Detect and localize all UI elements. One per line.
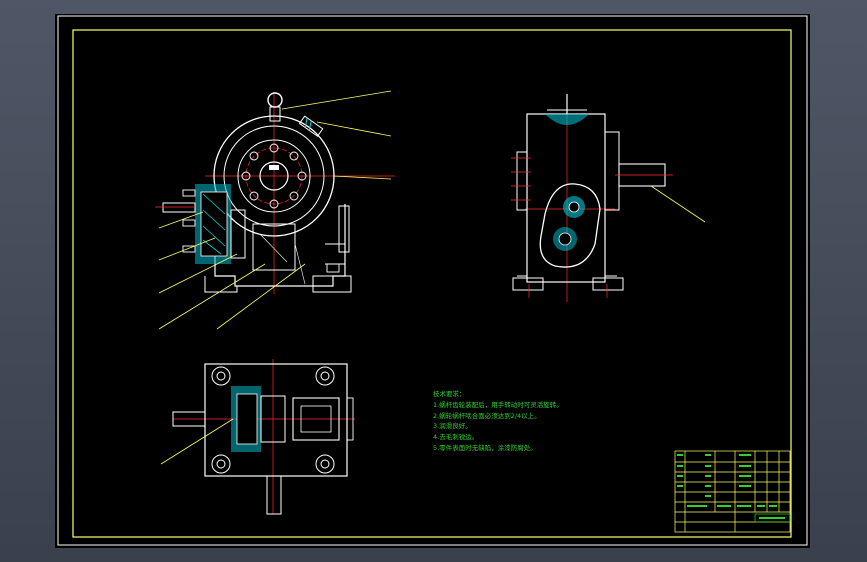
front-view-leaders (158, 90, 392, 330)
top-right-flange (346, 397, 354, 441)
note-line-4: 4.去毛刺锐边。 (433, 433, 479, 442)
front-view (155, 90, 395, 330)
side-view (511, 94, 706, 302)
note-line-3: 3.润滑良好。 (433, 422, 472, 431)
note-line-5: 5.零件表面时无缺陷，涂漆防腐处。 (433, 443, 537, 452)
technical-requirements: 技术要求： 1.蜗杆齿轮装配后，用手转动时可灵活旋转。 2.蜗轮蜗杆啮合面必须达… (433, 389, 663, 454)
side-housing (526, 113, 606, 283)
top-input-shaft (172, 411, 206, 427)
bolt-pitch-circle (245, 147, 303, 205)
right-foot (312, 275, 352, 293)
note-line-2: 2.蜗轮蜗杆啮合面必须达到2/4以上。 (433, 411, 541, 420)
side-top-section (545, 114, 589, 125)
outer-border (57, 15, 808, 546)
title-block-glyphs (677, 454, 785, 519)
side-left-foot (512, 277, 544, 291)
housing-inner-circle (223, 125, 325, 227)
top-view-leader (160, 418, 234, 465)
bearing-cover-circle (237, 139, 311, 213)
drawing-sheet: 技术要求： 1.蜗杆齿轮装配后，用手转动时可灵活旋转。 2.蜗轮蜗杆啮合面必须达… (55, 14, 810, 548)
title-block (674, 450, 791, 533)
left-foot (204, 276, 238, 293)
top-housing (204, 363, 348, 477)
gear-inspection-window (252, 223, 296, 271)
worm-shaft-end (162, 202, 196, 213)
eye-bolt-shank (269, 106, 281, 122)
side-gear-profile (539, 183, 601, 268)
top-gear-box (292, 397, 340, 441)
side-flange-bolts (511, 157, 531, 201)
note-line-1: 1.蜗杆齿轮装配后，用手转动时可灵活旋转。 (433, 400, 563, 409)
top-output-shaft (266, 475, 282, 515)
notes-title: 技术要求： (433, 390, 466, 398)
top-view (160, 359, 355, 515)
drawing-canvas (57, 15, 808, 546)
right-flange (338, 205, 350, 253)
side-right-flange (604, 131, 620, 211)
lower-housing (214, 204, 346, 287)
lifting-eye (267, 92, 283, 108)
vent-plug (298, 115, 324, 137)
keyway (269, 165, 279, 170)
oil-drain-plug (326, 263, 340, 273)
left-cap-bolts (182, 189, 196, 253)
worm-section (195, 184, 246, 264)
side-left-flange (516, 151, 528, 211)
side-view-leader (650, 185, 706, 223)
inner-frame (72, 29, 792, 538)
top-corner-bolts (211, 366, 335, 474)
cover-bolts (241, 143, 307, 209)
side-right-foot (592, 277, 624, 291)
side-base (517, 275, 617, 283)
shaft-bore (259, 161, 289, 191)
